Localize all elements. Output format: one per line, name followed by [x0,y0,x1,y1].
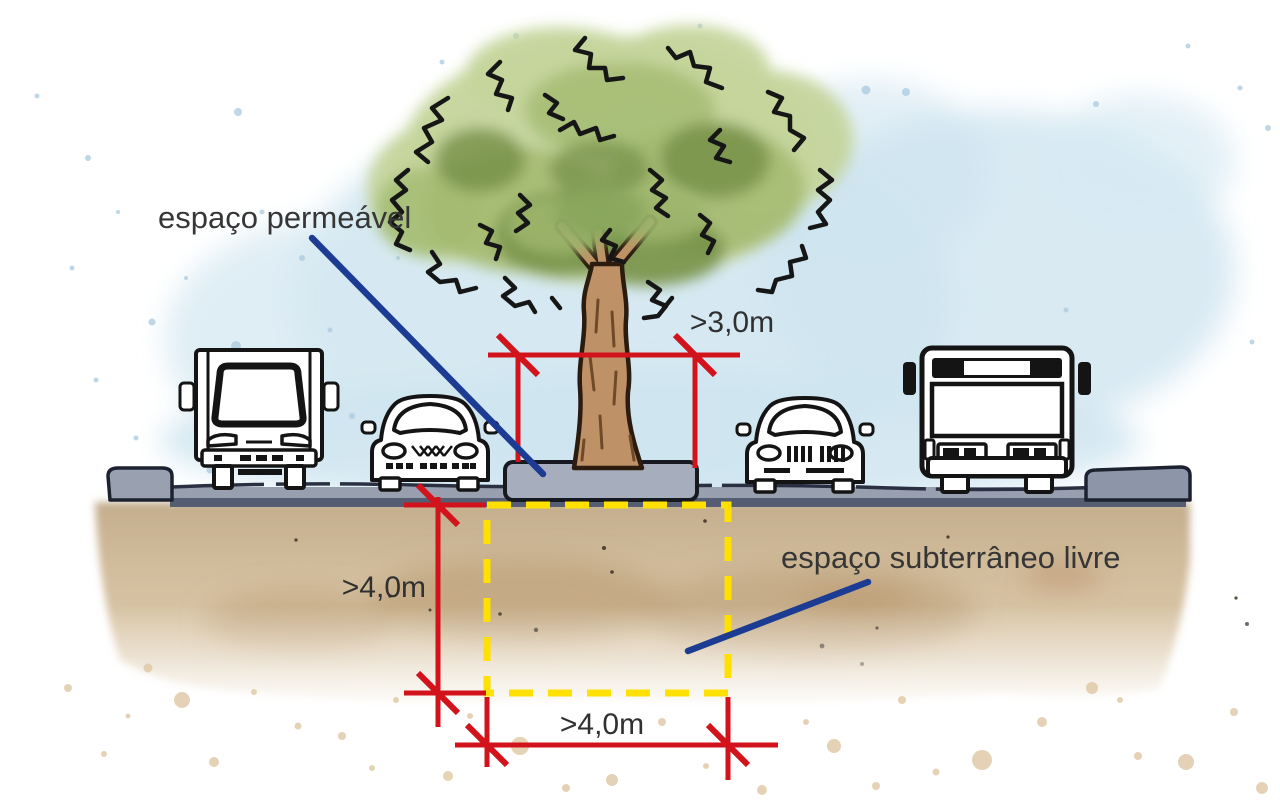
canopy-sketch-lines [387,35,835,321]
pit-depth-label: >4,0m [342,571,426,604]
street-tree [367,25,853,471]
bus-right-wheel [1024,474,1054,494]
bus-left-wheel [940,474,970,494]
right-sidewalk-block [1084,465,1192,502]
left-curb-block [106,466,174,502]
dimension-pit-depth [404,482,486,727]
underground-space-leader-line [684,578,872,655]
car-right-grille-bars [764,446,845,473]
truck-left-wheel [212,464,234,490]
truck-left-mirror [178,381,196,412]
trunk-bark-lines [580,298,636,462]
bus-left-mirror [903,362,916,395]
bus-windshield [929,381,1065,439]
passenger-car-left [360,394,500,492]
truck-right-mirror [322,381,340,412]
permeable-space-label: espaço permeável [158,200,411,235]
underground-space-outline [483,501,732,697]
pit-width-label: >4,0m [560,708,644,741]
car-left-grille-hatch [411,445,453,457]
tree-trunk [571,261,645,471]
truck-windshield [211,362,307,428]
box-truck [178,348,340,490]
bus-bumper [926,456,1068,478]
car-left-bumper-dashes [386,463,476,469]
bus-right-mirror [1078,362,1091,395]
dimension-pit-width [455,697,778,780]
passenger-car-right [735,396,875,494]
truck-right-wheel [284,464,306,490]
canopy-front-leaves [505,186,705,255]
underground-space-label: espaço subterrâneo livre [781,540,1120,575]
soil-speckles [64,663,1268,795]
permeable-space-leader-line [308,234,547,478]
soil-mass [80,502,1280,720]
city-bus [903,345,1091,494]
canopy-clearance-label: >3,0m [690,306,774,339]
